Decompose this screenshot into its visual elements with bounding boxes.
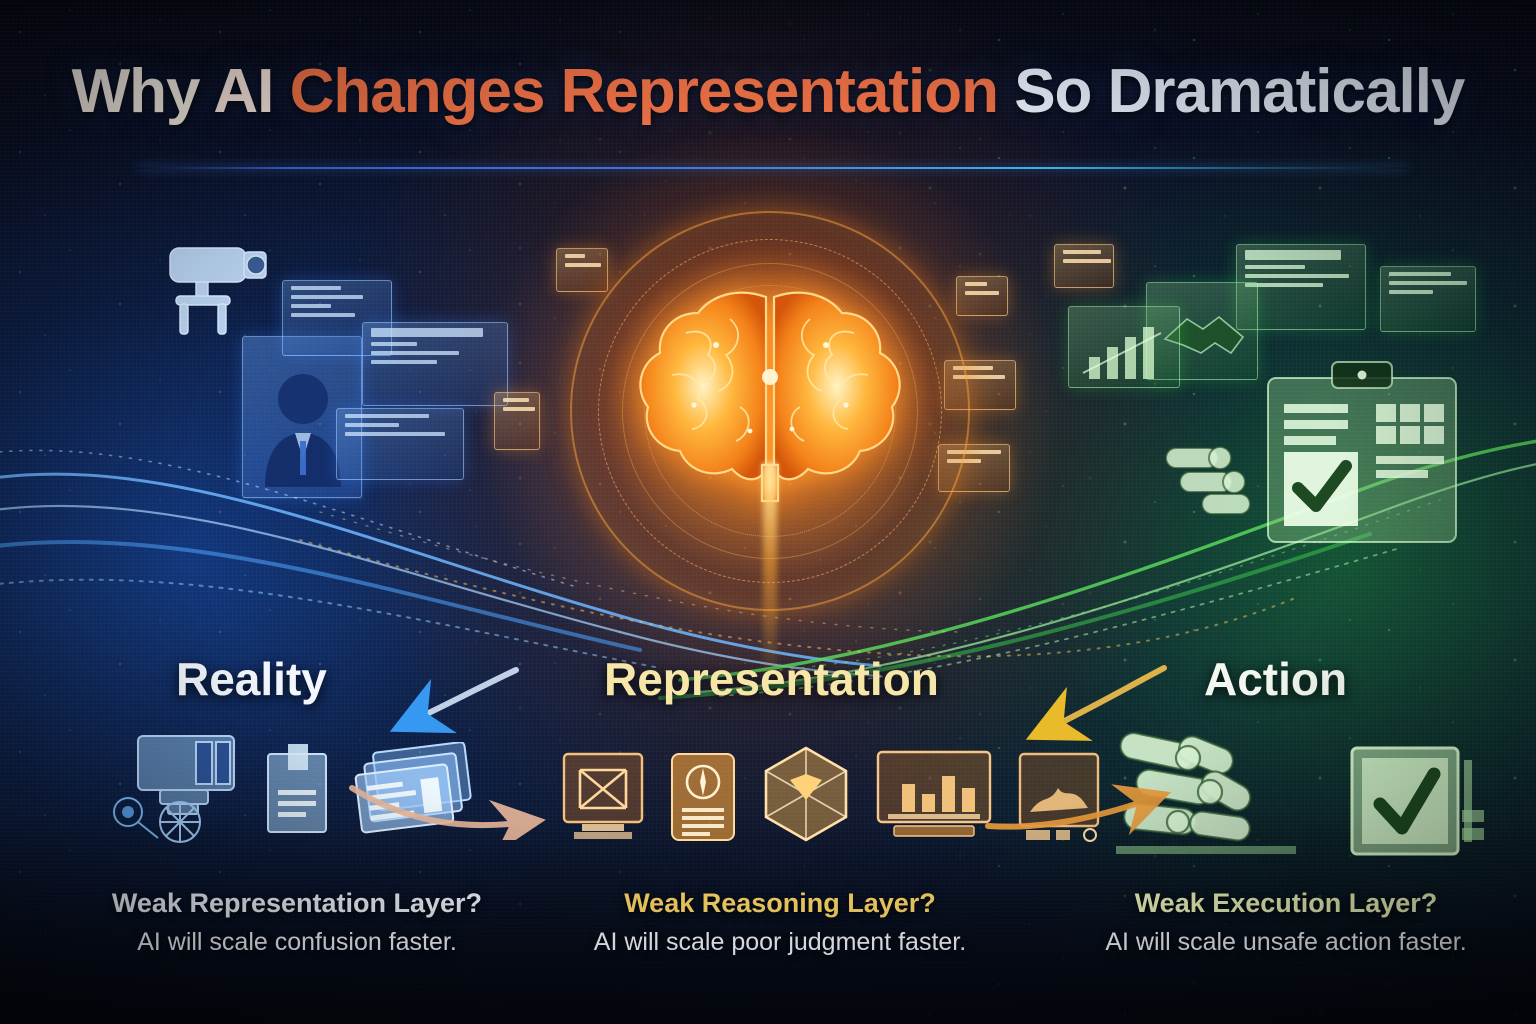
title-segment-tail: So Dramatically <box>1014 57 1465 126</box>
reality-to-representation-arrow-in <box>374 662 524 747</box>
holo-icon-window <box>1054 244 1114 288</box>
title-segment-highlight: Changes Representation <box>289 57 1015 126</box>
caption-representation-answer: AI will scale poor judgment faster. <box>593 928 967 956</box>
caption-representation: Weak Reasoning Layer? AI will scale poor… <box>530 888 1030 957</box>
caption-representation-question: Weak Reasoning Layer? <box>624 888 936 918</box>
caption-reality: Weak Representation Layer? AI will scale… <box>52 888 542 957</box>
title-segment-why: Why <box>71 57 214 126</box>
reality-to-representation-arrow-out <box>346 778 546 854</box>
network-diagram-icon <box>560 750 646 844</box>
security-camera-icon <box>152 236 280 351</box>
caption-reality-answer: AI will scale confusion faster. <box>137 928 457 956</box>
document-icon <box>258 742 338 846</box>
caption-action-answer: AI will scale unsafe action faster. <box>1105 928 1467 956</box>
checkmark-box-icon <box>1336 736 1486 872</box>
caption-reality-question: Weak Representation Layer? <box>111 888 483 918</box>
holo-icon-key-card <box>494 392 540 450</box>
bar-chart-icon <box>874 748 994 844</box>
holo-panel-bar-chart-small <box>1068 306 1180 388</box>
clipboard-checklist-icon <box>1258 360 1466 555</box>
caption-action: Weak Execution Layer? AI will scale unsa… <box>1046 888 1526 957</box>
document-card-icon <box>668 750 738 844</box>
representation-to-action-arrow-in <box>1002 658 1172 753</box>
robotic-gripper-icon <box>1158 436 1278 537</box>
caption-action-question: Weak Execution Layer? <box>1134 888 1438 918</box>
section-heading-representation: Representation <box>604 653 939 705</box>
bar-chart-icon <box>1082 327 1162 379</box>
holo-panel-dashboard-b <box>336 408 464 480</box>
camera-icon <box>112 726 244 846</box>
title-segment-ai: AI <box>213 57 290 126</box>
title-divider <box>138 167 1408 169</box>
ai-brain-graphic <box>555 196 985 683</box>
title-block: Why AI Changes Representation So Dramati… <box>0 56 1536 127</box>
section-heading-action: Action <box>1204 653 1348 705</box>
holo-panel-stats <box>1380 266 1476 332</box>
section-heading-reality: Reality <box>176 653 327 705</box>
page-title: Why AI Changes Representation So Dramati… <box>0 56 1536 127</box>
hexagon-cube-icon <box>760 744 852 844</box>
brain-light-beam <box>763 462 777 683</box>
representation-to-action-arrow-out <box>982 782 1172 847</box>
holo-panel-report-card <box>362 322 508 406</box>
